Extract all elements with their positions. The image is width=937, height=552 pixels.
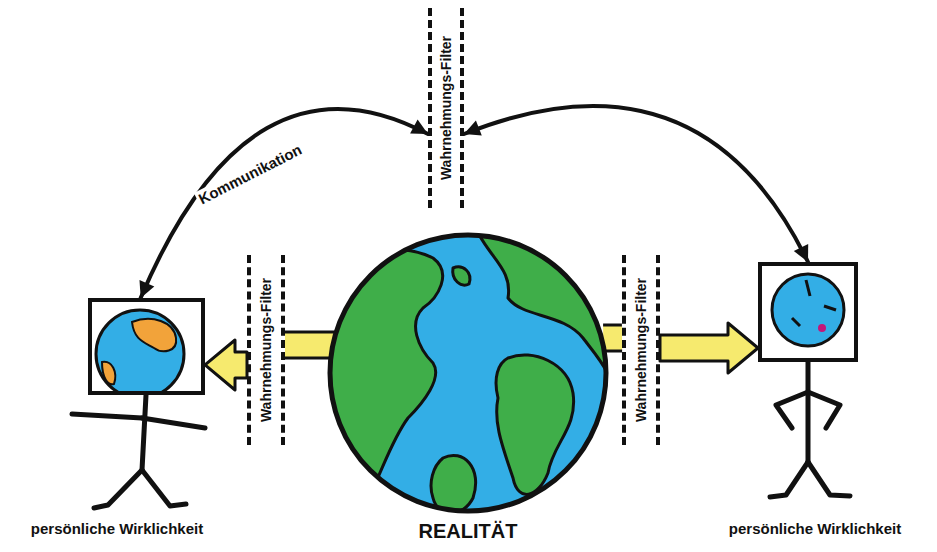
filter-label: Wahrnehmungs-Filter <box>633 278 649 422</box>
figure-arm <box>808 392 840 428</box>
figure-leg <box>770 462 808 497</box>
perception-arrow <box>660 323 758 373</box>
continent <box>453 267 470 285</box>
continent <box>323 249 443 488</box>
mini-land <box>102 362 115 385</box>
head-frame: persönliche Wirklichkeit <box>88 298 205 395</box>
filter-label: Wahrnehmungs-Filter <box>438 36 454 180</box>
mini-land <box>132 319 176 351</box>
mini-land <box>818 324 826 332</box>
mini-land <box>792 280 836 326</box>
mini-globe <box>772 274 844 346</box>
mini-globe <box>96 310 184 391</box>
globe-label: REALITÄT <box>323 520 613 543</box>
connector <box>285 332 335 358</box>
connector <box>660 323 758 373</box>
communication-arc <box>464 106 808 262</box>
perception-arrow <box>205 340 247 390</box>
figure-label: persönliche Wirklichkeit <box>729 520 901 537</box>
figure-body <box>806 362 811 462</box>
globe <box>323 228 613 518</box>
arrowhead <box>410 120 428 135</box>
personal-view <box>92 302 201 391</box>
head-frame: persönliche Wirklichkeit <box>758 262 858 362</box>
figure-leg <box>94 470 142 508</box>
figure-label: persönliche Wirklichkeit <box>31 520 203 537</box>
perception-filter: Wahrnehmungs-Filter <box>622 255 660 445</box>
arrowhead <box>464 121 482 136</box>
perception-band-edge <box>285 332 335 358</box>
personal-view <box>762 266 854 358</box>
perception-filter: Wahrnehmungs-Filter <box>428 8 464 208</box>
arrowhead <box>140 280 155 298</box>
continent <box>431 455 476 513</box>
arrowhead <box>794 244 808 262</box>
figure-arm <box>142 418 205 428</box>
figure-body <box>142 395 146 470</box>
perception-band <box>285 332 335 358</box>
globe-node: REALITÄT <box>323 228 613 550</box>
perception-filter: Wahrnehmungs-Filter <box>247 255 285 445</box>
figure-arm <box>776 392 808 428</box>
globe-outline <box>330 235 606 511</box>
connector <box>205 340 247 390</box>
figure-arm <box>72 414 142 418</box>
figure-leg <box>808 462 850 496</box>
continents <box>323 228 613 513</box>
figure-leg <box>142 470 186 506</box>
filter-label: Wahrnehmungs-Filter <box>258 278 274 422</box>
connector <box>464 106 808 262</box>
